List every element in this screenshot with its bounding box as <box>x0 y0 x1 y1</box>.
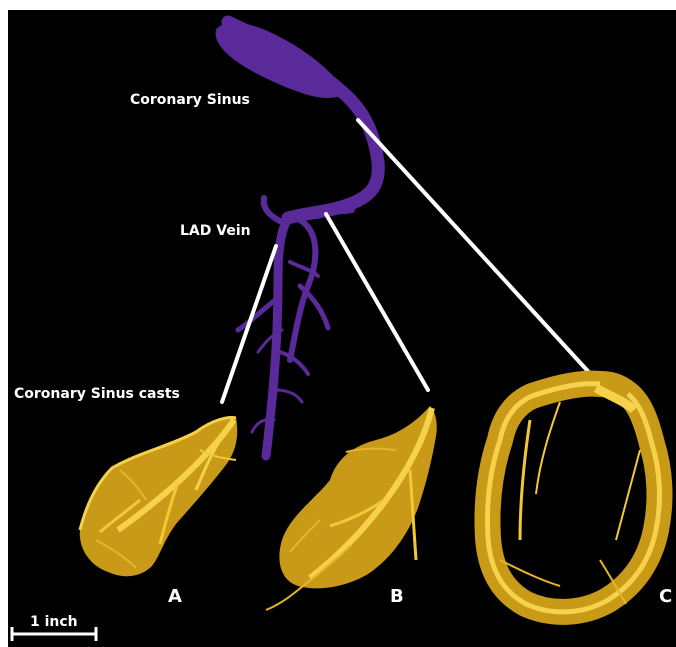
cast-a-label: A <box>168 586 182 607</box>
coronary-sinus-vein-model <box>218 22 379 456</box>
pointer-line-a <box>222 246 276 402</box>
scale-bar-label: 1 inch <box>30 614 78 630</box>
pointer-line-c <box>358 120 596 380</box>
coronary-sinus-label: Coronary Sinus <box>130 92 250 108</box>
cast-b-label: B <box>390 586 404 607</box>
lad-vein-label: LAD Vein <box>180 223 251 239</box>
cast-a <box>80 418 237 577</box>
pointer-line-b <box>326 214 428 390</box>
coronary-sinus-casts-label: Coronary Sinus casts <box>14 386 180 402</box>
cast-c <box>488 384 660 612</box>
cast-b <box>266 406 437 610</box>
cast-c-label: C <box>659 586 672 607</box>
